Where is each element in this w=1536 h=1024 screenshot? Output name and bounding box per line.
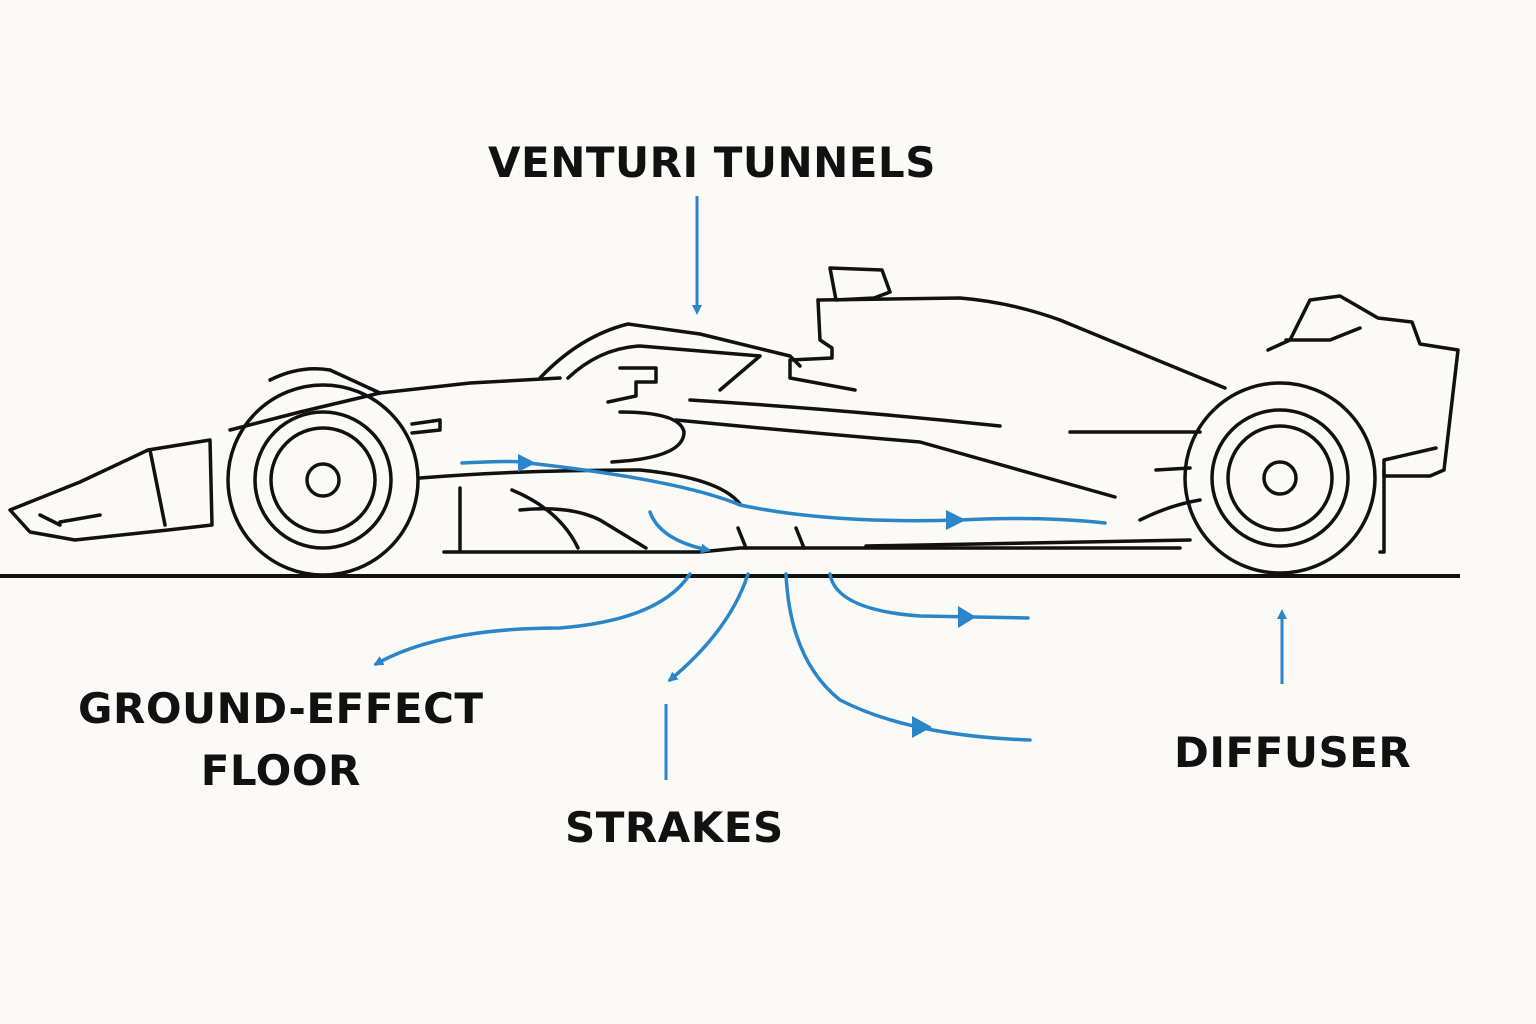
venturi-tunnels-label: VENTURI TUNNELS <box>488 138 936 187</box>
airflow-under-mid <box>784 572 1032 742</box>
airflow-strakes <box>667 572 750 682</box>
airflow-arrowheads <box>518 454 976 738</box>
ground-effect-label-line1: GROUND-EFFECT <box>78 684 484 733</box>
diffuser-label: DIFFUSER <box>1174 728 1412 777</box>
airflow-ground-left <box>373 572 692 666</box>
pointer-arrows <box>664 196 1287 780</box>
front-wheel <box>226 383 420 577</box>
strakes-label: STRAKES <box>565 803 784 852</box>
rear-wheel <box>1183 381 1377 575</box>
airbox <box>828 266 892 302</box>
ground-effect-floor-label: GROUND-EFFECT FLOOR <box>78 678 484 802</box>
front-wing <box>8 438 214 542</box>
floor-edge <box>442 546 1182 554</box>
nose <box>228 376 562 432</box>
airflow-under-right <box>828 572 1030 620</box>
halo <box>538 322 802 380</box>
car-outline <box>8 266 1460 577</box>
ground-effect-label-line2: FLOOR <box>200 746 361 795</box>
